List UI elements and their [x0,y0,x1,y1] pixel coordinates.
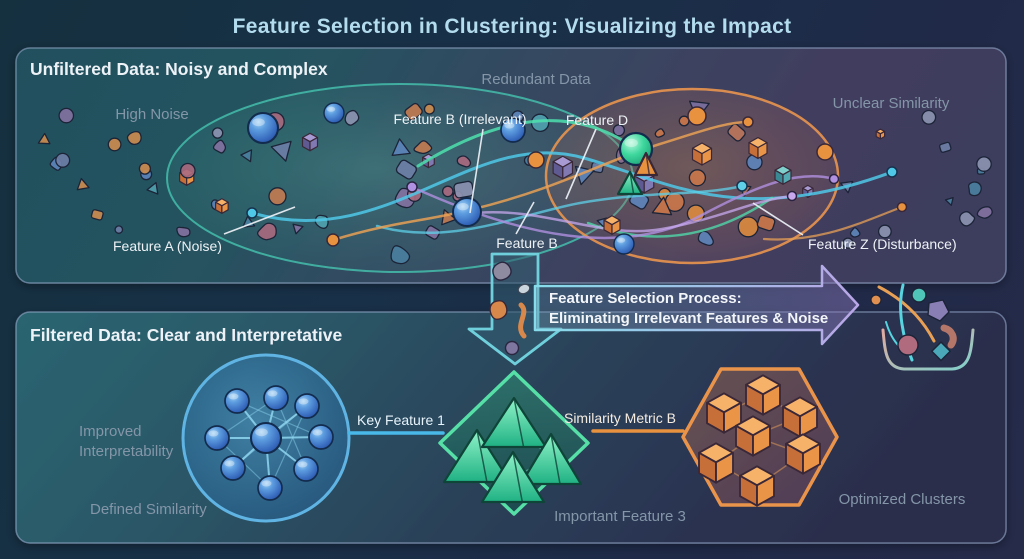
feature-a-label: Feature A (Noise) [113,238,222,254]
network-spheres [204,385,334,501]
process-arrow-text-line2: Eliminating Irrelevant Features & Noise [549,310,828,327]
unfiltered-header: Unfiltered Data: Noisy and Complex [30,59,328,79]
feature-b-irrelevant-label: Feature B (Irrelevant) [393,111,526,127]
annotation-lines [223,128,804,236]
similarity-metric-label: Similarity Metric B [564,410,676,426]
redundant-data-label: Redundant Data [481,71,591,88]
process-arrow-shape [533,264,860,346]
falling-noise-shapes [489,261,531,356]
feature-d-label: Feature D [566,112,628,128]
feature-shapes [246,102,834,255]
scatter-shapes [37,100,993,265]
bucket-outline [881,328,975,371]
lavender-curve [464,194,794,233]
orange-curve [331,120,750,242]
annotation-line-feature-b-irrelevant [469,128,484,214]
high-noise-label: High Noise [115,106,188,123]
discarded-shapes [870,283,957,362]
network-cluster [181,353,351,523]
important-feature-label: Important Feature 3 [554,508,686,525]
mint-curve [416,119,638,168]
process-arrow: Feature Selection Process: Eliminating I… [533,264,860,346]
filtered-header: Filtered Data: Clear and Interpretative [30,325,342,345]
down-arrow [467,252,563,366]
feature-z-label: Feature Z (Disturbance) [808,236,957,252]
optimized-clusters-label: Optimized Clusters [839,491,966,508]
improved-interpretability-label-line2: Interpretability [79,443,174,460]
discard-bucket [870,283,975,371]
process-arrow-text-line1: Feature Selection Process: [549,290,742,307]
unclear-similarity-label: Unclear Similarity [833,95,950,112]
down-arrow-shape [467,252,563,366]
curve-end-dots [246,116,908,247]
feature-b-label: Feature B [496,235,557,251]
pyramid-cluster [438,370,590,516]
defined-similarity-label: Defined Similarity [90,501,207,518]
orange-curve-2 [762,205,904,241]
cube-cluster [681,367,839,507]
annotation-line-feature-d [565,128,597,200]
annotation-line-feature-a [223,206,296,235]
annotation-line-feature-b [515,201,535,235]
annotation-line-feature-z [752,202,804,236]
pyramids [442,396,583,504]
cubes [698,374,821,507]
key-feature-label: Key Feature 1 [357,412,445,428]
cyan-curve-2 [375,184,744,234]
improved-interpretability-label-line1: Improved [79,423,142,440]
page-title: Feature Selection in Clustering: Visuali… [233,15,792,38]
